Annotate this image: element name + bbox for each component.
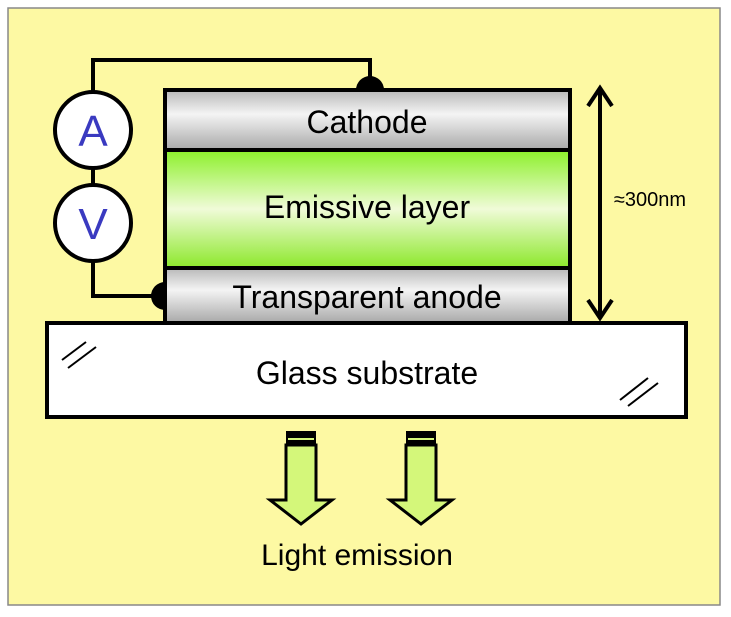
ammeter-label: A (78, 107, 108, 156)
anode-contact (151, 282, 165, 310)
emissive-layer (163, 148, 572, 270)
glass-hatch-icon (61, 341, 659, 407)
thickness-label: ≈300nm (614, 189, 686, 211)
glass-substrate (45, 321, 688, 419)
emission-arrow-left (265, 431, 337, 526)
cathode-label: Cathode (307, 104, 428, 140)
cathode-contact (356, 76, 384, 90)
ammeter (53, 90, 133, 170)
bottom-wire (91, 261, 165, 298)
emission-label: Light emission (261, 539, 453, 572)
emission-arrow-right (385, 431, 457, 526)
voltmeter (53, 183, 133, 263)
anode-label: Transparent anode (232, 279, 501, 315)
top-wire (91, 58, 372, 92)
cathode-layer (163, 88, 572, 152)
substrate-label: Glass substrate (256, 355, 478, 391)
thickness-arrow (586, 84, 614, 322)
voltmeter-label: V (78, 200, 108, 249)
emissive-label: Emissive layer (264, 189, 471, 225)
